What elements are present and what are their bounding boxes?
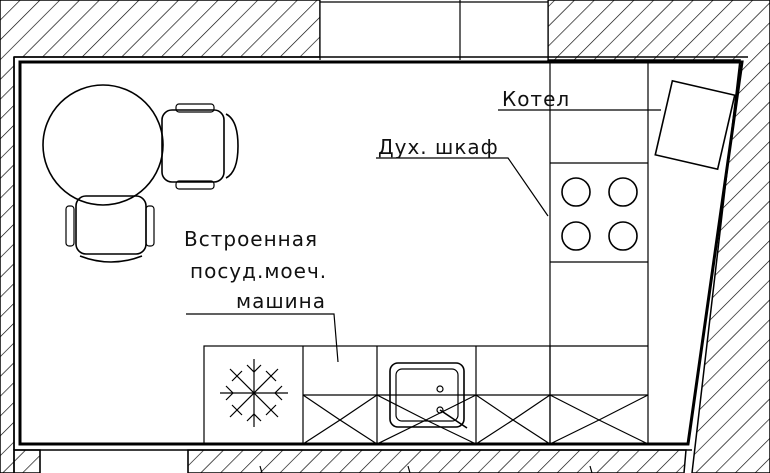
label-dishwasher-1: Встроенная	[184, 227, 318, 251]
dining-table-icon	[42, 84, 164, 206]
snowflake-icon	[220, 359, 288, 427]
chair-icon	[161, 103, 239, 190]
bottom-opening	[39, 450, 593, 473]
chair-icon	[65, 195, 155, 263]
stove-burner-icon	[561, 177, 591, 207]
stove-burner-icon	[608, 177, 638, 207]
bottom-cabinets	[203, 345, 649, 445]
stove-burner-icon	[608, 221, 638, 251]
wall-bottom-right	[187, 449, 687, 473]
sink-icon	[389, 362, 468, 429]
window-top	[319, 0, 549, 60]
stove-burner-icon	[561, 221, 591, 251]
boiler-icon	[654, 79, 736, 171]
right-cabinets	[549, 62, 649, 444]
wall-bottom	[13, 449, 41, 473]
dining-set	[42, 84, 239, 263]
label-dishwasher-2: посуд.моеч.	[190, 259, 327, 283]
stove	[561, 177, 638, 251]
label-oven: Дух. шкаф	[378, 135, 499, 159]
leader-lines	[186, 109, 661, 363]
room-outline	[18, 60, 744, 446]
wall-top-right	[547, 0, 770, 473]
label-dishwasher-3: машина	[236, 289, 326, 313]
label-boiler: Котел	[502, 87, 570, 111]
